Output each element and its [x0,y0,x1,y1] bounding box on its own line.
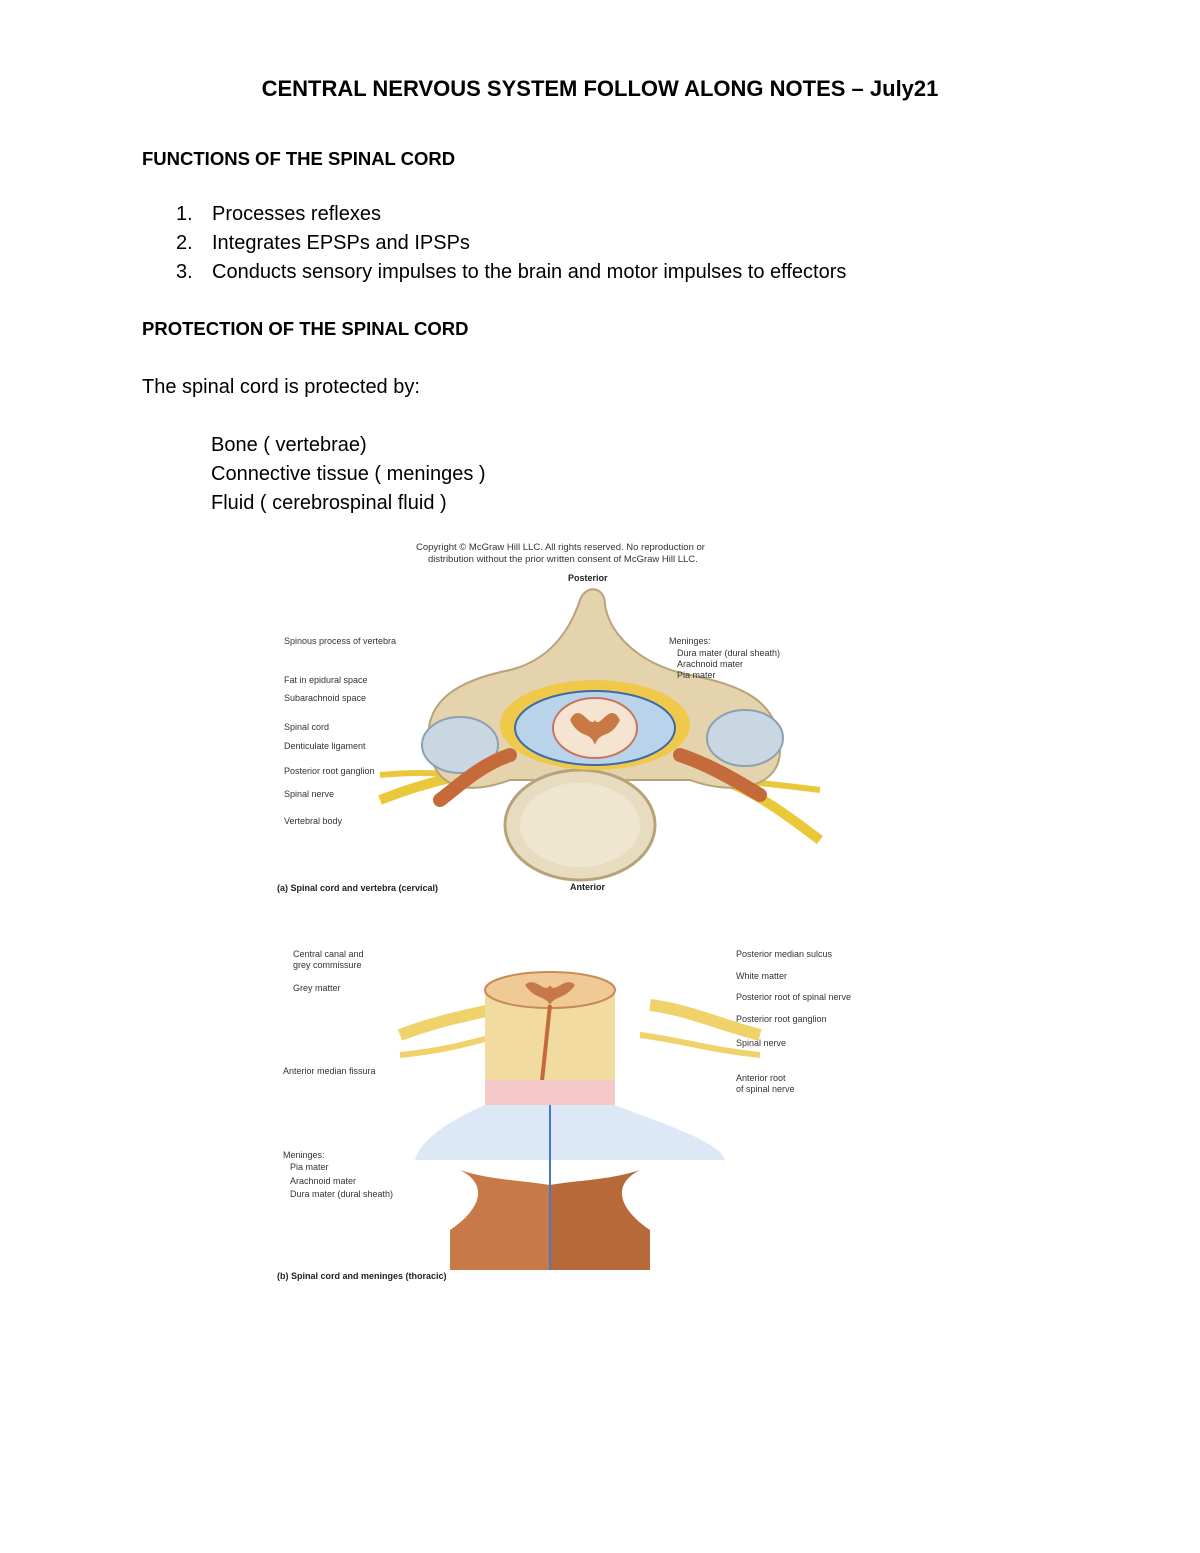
anterior-label: Anterior [570,882,606,892]
functions-list: 1.Processes reflexes 2.Integrates EPSPs … [176,202,846,289]
label-white-matter: White matter [736,971,788,981]
list-item: Connective tissue ( meninges ) [211,463,486,485]
label-anterior-root-2: of spinal nerve [736,1084,795,1094]
list-item: Bone ( vertebrae) [211,434,367,456]
protected-intro: The spinal cord is protected by: [142,376,420,398]
label-epidural-fat: Fat in epidural space [284,675,368,685]
label-posterior-root-ganglion-b: Posterior root ganglion [736,1014,827,1024]
label-central-canal-1: Central canal and [293,949,364,959]
label-anterior-median-fissura: Anterior median fissura [283,1066,376,1076]
label-anterior-root-1: Anterior root [736,1073,786,1083]
label-meninges-heading-b: Meninges: [283,1150,325,1160]
protection-list: Bone ( vertebrae) Connective tissue ( me… [211,433,486,520]
section-heading-functions: FUNCTIONS OF THE SPINAL CORD [142,148,456,169]
label-dura-mater-b: Dura mater (dural sheath) [290,1189,394,1199]
list-item: 3.Conducts sensory impulses to the brain… [176,261,847,283]
label-posterior-median-sulcus: Posterior median sulcus [736,949,833,959]
label-arachnoid-mater: Arachnoid mater [677,659,744,669]
list-item: 1.Processes reflexes [176,203,381,225]
copyright-line-1: Copyright © McGraw Hill LLC. All rights … [416,542,705,553]
list-item: Fluid ( cerebrospinal fluid ) [211,492,447,514]
label-grey-matter: Grey matter [293,983,341,993]
label-spinal-nerve: Spinal nerve [284,789,335,799]
caption-figure-b: (b) Spinal cord and meninges (thoracic) [277,1271,447,1281]
label-posterior-root-ganglion: Posterior root ganglion [284,766,375,776]
label-spinous-process: Spinous process of vertebra [284,636,397,646]
section-heading-protection: PROTECTION OF THE SPINAL CORD [142,318,469,339]
label-pia-mater-b: Pia mater [290,1162,329,1172]
label-posterior-root: Posterior root of spinal nerve [736,992,852,1002]
page-title: CENTRAL NERVOUS SYSTEM FOLLOW ALONG NOTE… [261,76,939,101]
vertebra-illustration [378,588,823,882]
label-pia-mater: Pia mater [677,670,716,680]
posterior-label: Posterior [568,573,608,583]
label-spinal-nerve-b: Spinal nerve [736,1038,787,1048]
label-subarachnoid-space: Subarachnoid space [284,693,367,703]
label-arachnoid-mater-b: Arachnoid mater [290,1176,357,1186]
label-dura-mater: Dura mater (dural sheath) [677,648,781,658]
label-meninges-heading: Meninges: [669,636,711,646]
caption-figure-a: (a) Spinal cord and vertebra (cervical) [277,883,439,893]
label-spinal-cord: Spinal cord [284,722,330,732]
list-item: 2.Integrates EPSPs and IPSPs [176,232,470,254]
spinal-cord-illustration [397,971,762,1270]
label-central-canal-2: grey commissure [293,960,362,970]
copyright-line-2: distribution without the prior written c… [428,554,698,565]
label-denticulate-ligament: Denticulate ligament [284,741,366,751]
label-vertebral-body: Vertebral body [284,816,343,826]
